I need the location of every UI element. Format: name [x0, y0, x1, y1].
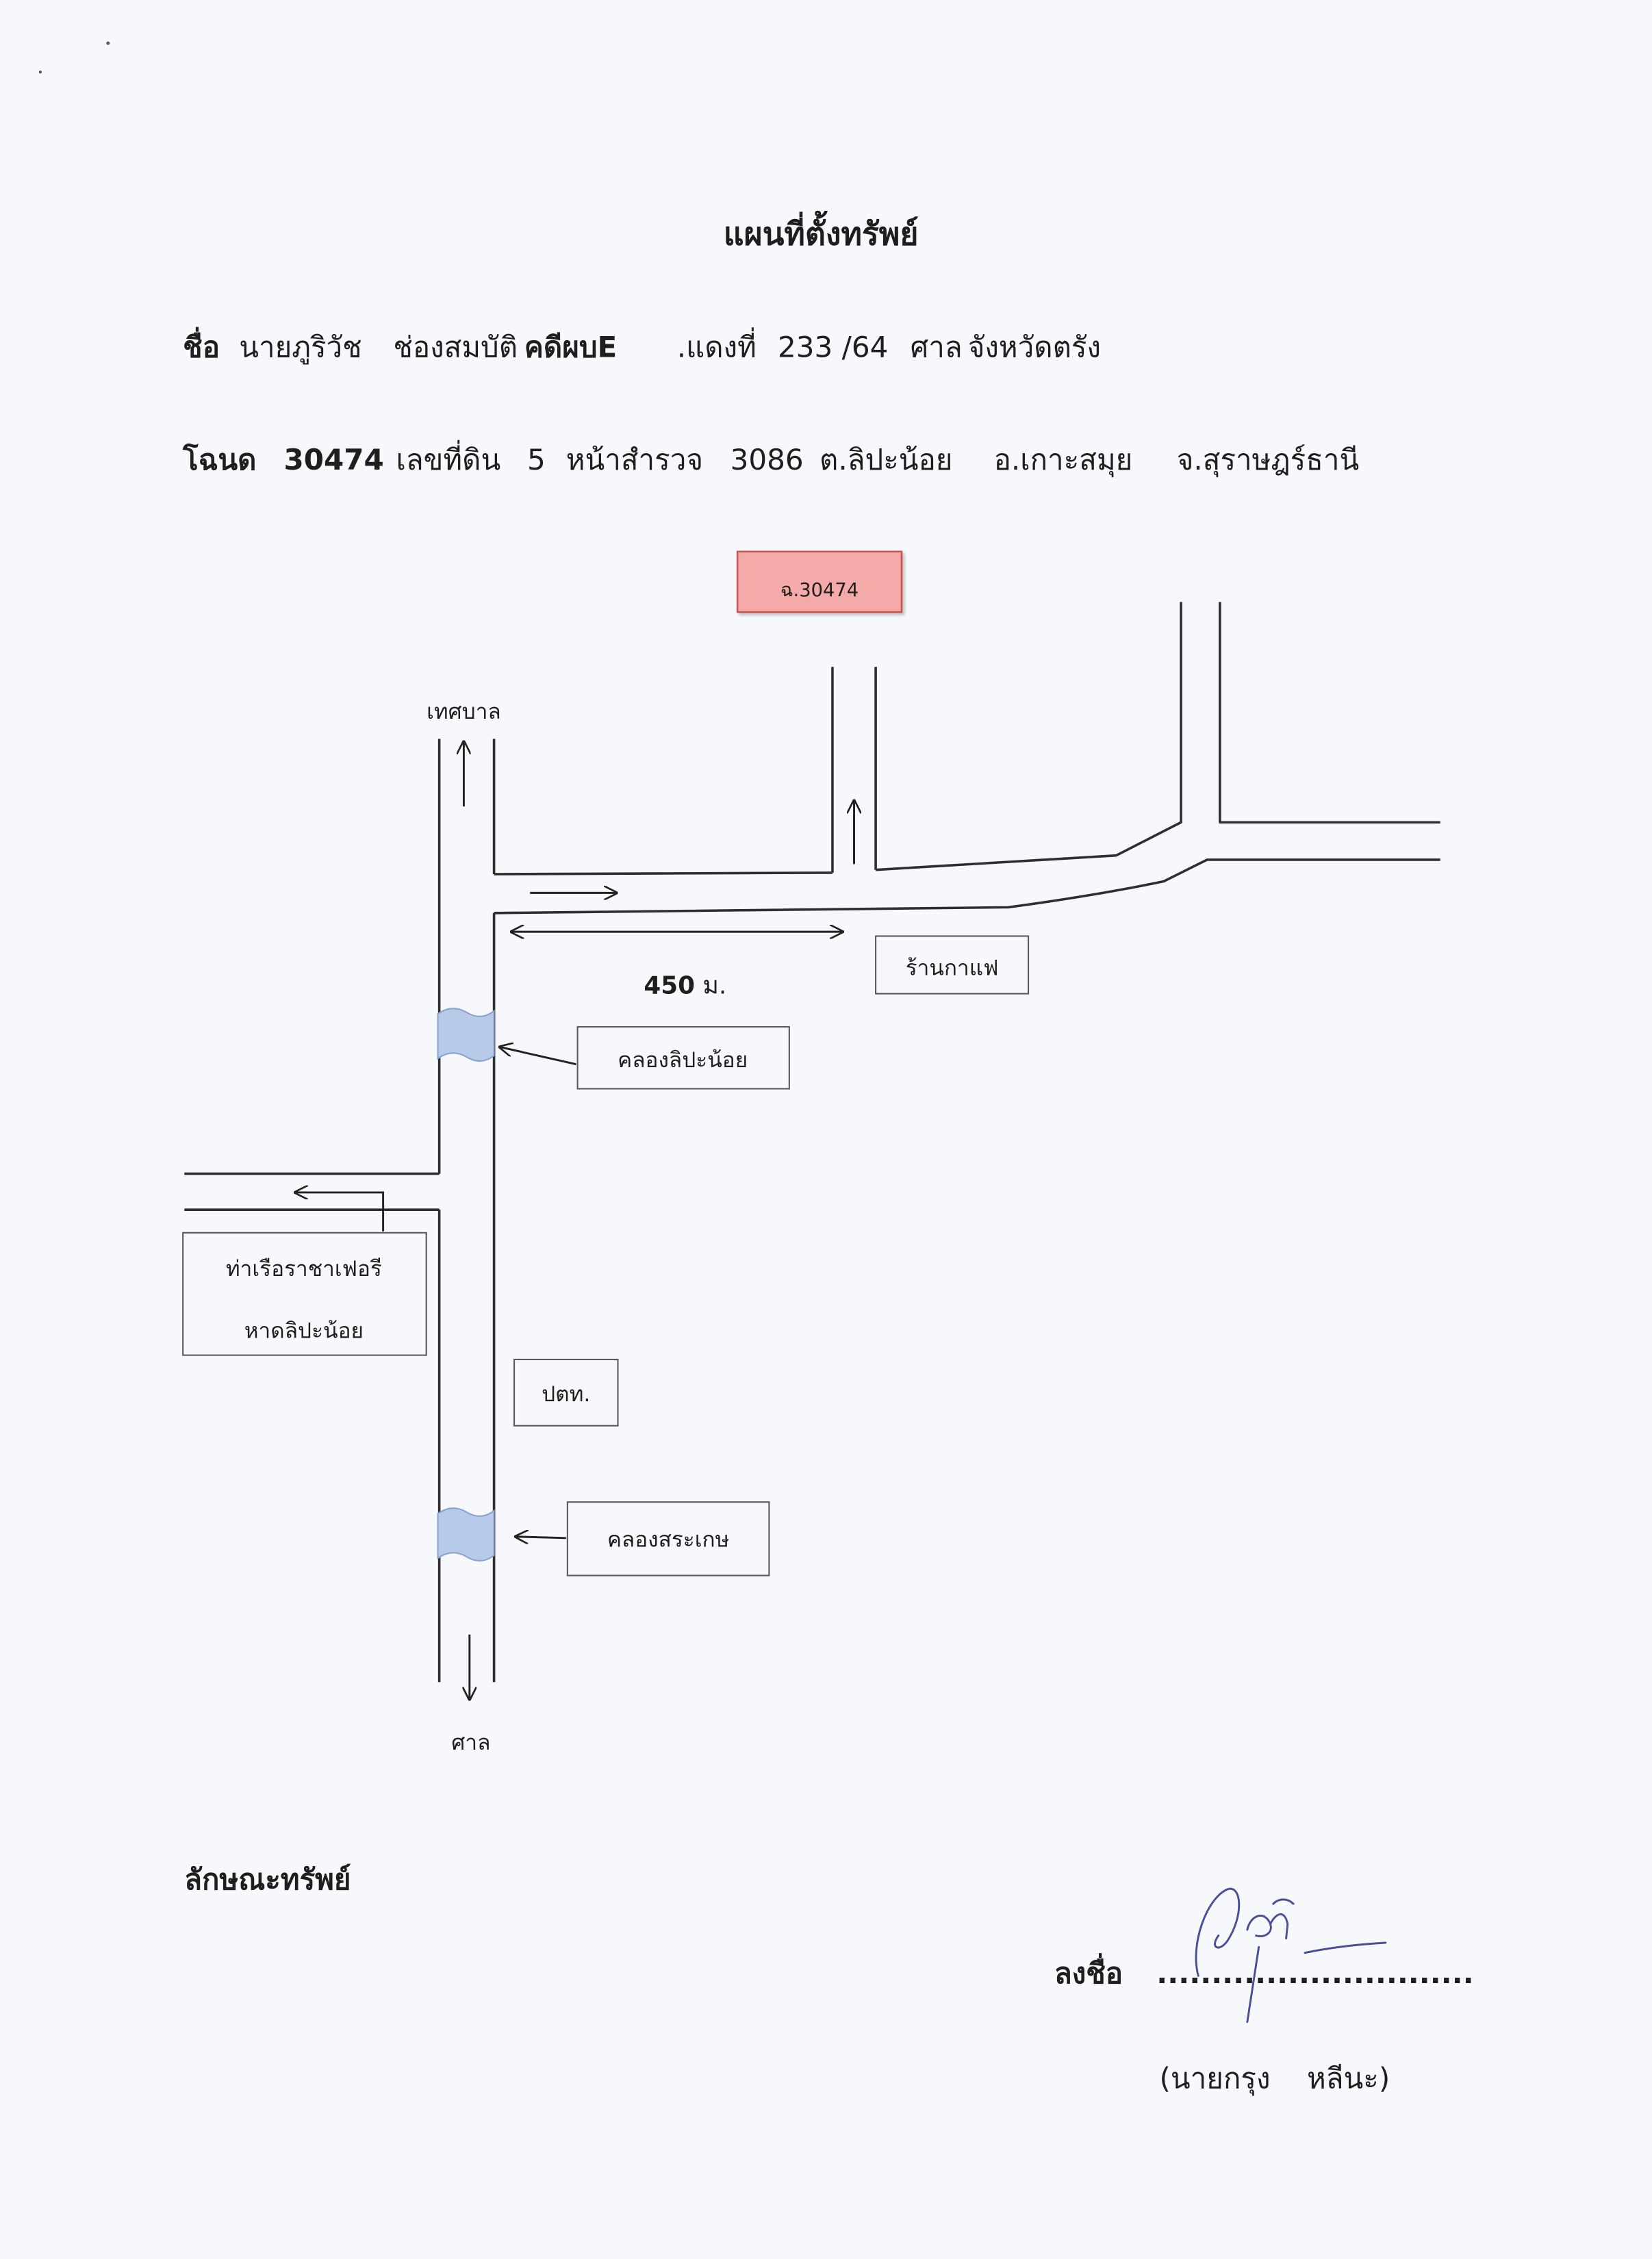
sketch-map: ฉ.30474 [182, 550, 1440, 1755]
canal-south-box [566, 1501, 770, 1577]
sign-dotted-line: ............................. [1156, 1956, 1473, 1990]
south-destination-label: ศาล [451, 1731, 490, 1755]
canal-icon [437, 1507, 495, 1562]
signer-name: (นายกรุง หลีนะ) [1160, 2061, 1390, 2096]
ferry-label-line2: หาดลิปะน้อย [244, 1318, 364, 1343]
ferry-landmark: ท่าเรือราชาเฟอรี หาดลิปะน้อย [182, 1231, 427, 1356]
sign-label: ลงชื่อ [1054, 1953, 1123, 1990]
case-number: 233 /64 [778, 331, 888, 364]
signature-block: ลงชื่อ ............................. (นา… [1054, 1887, 1474, 2096]
subdistrict: ต.ลิปะน้อย [819, 443, 952, 476]
parcel-badge-box [736, 550, 903, 613]
coffee-shop-landmark: ร้านกาแฟ [875, 935, 1030, 995]
scan-speck [106, 41, 110, 45]
arrow-left-icon [295, 1192, 385, 1231]
distance-value: 450 [644, 972, 695, 1000]
east-road-north-edge-east [875, 602, 1182, 871]
east-road-north-edge-west [494, 871, 833, 876]
deed-number: 30474 [283, 443, 383, 476]
province: จ.สุราษฎร์ธานี [1177, 443, 1360, 478]
court-name: จังหวัดตรัง [968, 331, 1101, 364]
page-title: แผนที่ตั้งทรัพย์ [724, 211, 919, 253]
parcel-badge-label: ฉ.30474 [780, 580, 859, 601]
east-road-south-edge [494, 858, 1440, 915]
case-type: .แดงที่ [677, 328, 757, 364]
canal-north-landmark: คลองลิปะน้อย [576, 1025, 790, 1090]
north-destination-label: เทศบาล [427, 700, 501, 724]
distance-unit: ม. [695, 972, 726, 1000]
coffee-shop-box [875, 935, 1030, 995]
case-label: คดีผบE [524, 331, 618, 364]
canal-south-landmark: คลองสระเกษ [566, 1501, 770, 1577]
deed-label: โฉนด [182, 443, 256, 476]
owner-label: ชื่อ [183, 327, 220, 364]
gas-station-box [513, 1358, 619, 1427]
canal-north-box [576, 1025, 790, 1090]
distance-label: 450 ม. [644, 972, 726, 1000]
handwritten-signature [1195, 1887, 1387, 2024]
owner-last-name: ช่องสมบัติ [393, 331, 518, 364]
coffee-shop-label: ร้านกาแฟ [906, 956, 999, 980]
owner-first-name: นายภูริวัช [239, 331, 362, 365]
west-road [184, 1172, 440, 1211]
canal-north-label: คลองลิปะน้อย [618, 1048, 748, 1073]
district: อ.เกาะสมุย [994, 443, 1133, 478]
survey-no: 3086 [730, 443, 804, 476]
ferry-label-line1: ท่าเรือราชาเฟอรี [226, 1257, 382, 1281]
gas-station-landmark: ปตท. [513, 1358, 619, 1427]
far-east-road-edge [1219, 602, 1440, 824]
east-road [494, 602, 1440, 915]
land-no-label: เลขที่ดิน [396, 440, 501, 476]
court-label: ศาล [911, 331, 963, 364]
land-no: 5 [527, 443, 546, 476]
scan-speck [38, 71, 42, 74]
canal-icon [437, 1008, 495, 1062]
ferry-box [182, 1231, 427, 1356]
arrow-left-icon [516, 1537, 566, 1538]
owner-case-line: ชื่อ นายภูริวัช ช่องสมบัติ คดีผบE .แดงที… [183, 327, 1101, 365]
parcel-badge: ฉ.30474 [736, 550, 903, 613]
arrow-left-icon [500, 1047, 576, 1066]
gas-station-label: ปตท. [542, 1382, 590, 1407]
canal-south-label: คลองสระเกษ [607, 1527, 730, 1552]
deed-line: โฉนด 30474 เลขที่ดิน 5 หน้าสำรวจ 3086 ต.… [182, 440, 1359, 478]
property-description-heading: ลักษณะทรัพย์ [184, 1863, 351, 1896]
survey-label: หน้าสำรวจ [566, 443, 703, 476]
